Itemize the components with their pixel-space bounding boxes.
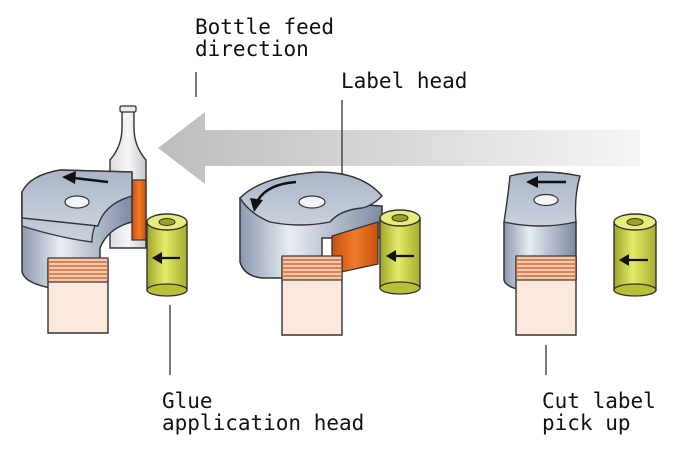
glue-roller	[146, 213, 188, 297]
cut-label-line-2: pick up	[542, 411, 631, 436]
glue-head-line-2: application head	[162, 411, 365, 436]
label-head-stack	[281, 255, 343, 336]
glue-head-line-1: Glue	[162, 389, 213, 413]
cut-label-pickup-label: Cut label pick up	[542, 390, 656, 434]
pickup-stack	[515, 255, 577, 336]
bottle-feed-line-2: direction	[195, 37, 309, 62]
pickup-roller	[613, 213, 657, 297]
feed-direction-arrow	[158, 112, 640, 184]
label-head-roller	[379, 209, 421, 295]
glue-head-label: Glue application head	[162, 390, 364, 434]
bottle-feed-label: Bottle feed direction	[195, 16, 334, 60]
bottle-feed-line-1: Bottle feed	[195, 15, 335, 39]
label-head-label: Label head	[341, 69, 468, 93]
cut-label-line-1: Cut label	[542, 389, 656, 413]
glue-label-stack	[47, 257, 109, 334]
label-head-drum	[239, 171, 383, 279]
